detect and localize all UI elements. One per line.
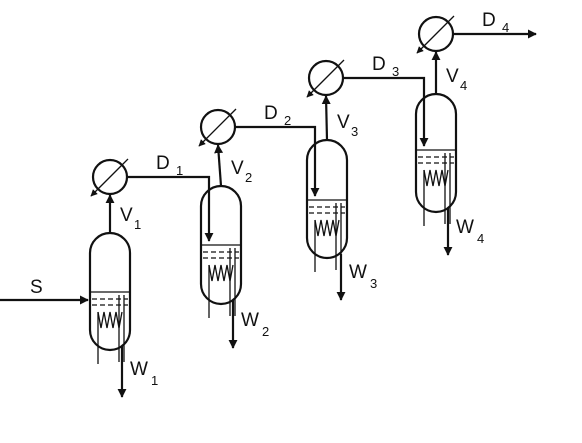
distillate-label: D <box>482 10 496 31</box>
vapor-subscript: 2 <box>245 170 252 185</box>
condenser-coolant-arrow <box>198 138 207 147</box>
condenser-coolant-line <box>337 59 345 67</box>
residue-label: W <box>130 359 148 380</box>
heating-coil-icon <box>423 169 449 187</box>
heating-coil-icon <box>314 219 340 237</box>
condenser-coolant-line <box>229 108 237 116</box>
vapor-subscript: 1 <box>134 217 141 232</box>
residue-label: W <box>241 310 259 331</box>
vapor-arrow <box>214 144 224 187</box>
distillate-subscript: 1 <box>176 163 183 178</box>
condenser-diagonal <box>97 164 123 190</box>
distillate-subscript: 2 <box>284 113 291 128</box>
vapor-subscript: 4 <box>460 78 467 93</box>
heating-coil-icon <box>208 264 234 282</box>
condenser-coolant-arrow <box>416 45 425 54</box>
vapor-arrow <box>321 95 331 141</box>
residue-subscript: 1 <box>151 373 158 388</box>
residue-subscript: 3 <box>370 276 377 291</box>
residue-subscript: 4 <box>477 231 484 246</box>
distillate-subscript: 3 <box>392 64 399 79</box>
residue-label: W <box>456 217 474 238</box>
vapor-label: V <box>446 66 459 87</box>
condenser-coolant-arrow <box>306 89 315 98</box>
distillate-label: D <box>372 54 386 75</box>
distillate-lines <box>127 29 537 242</box>
feed-label: S <box>30 277 43 298</box>
distillate-line-3 <box>343 76 429 147</box>
heating-coil-icon <box>97 311 123 329</box>
residue-label: W <box>349 262 367 283</box>
condenser-diagonal <box>423 21 449 47</box>
condenser-coolant-line <box>121 158 129 166</box>
distillate-line-2 <box>235 125 320 197</box>
condenser-coolant-line <box>447 15 455 23</box>
vapor-label: V <box>120 205 133 226</box>
vapor-label: V <box>337 112 350 133</box>
condenser-coolant-arrow <box>90 188 99 197</box>
condenser-diagonal <box>313 65 339 91</box>
distillate-subscript: 4 <box>502 20 509 35</box>
residue-subscript: 2 <box>262 324 269 339</box>
vapor-label: V <box>231 158 244 179</box>
vapor-subscript: 3 <box>351 124 358 139</box>
condenser-diagonal <box>205 114 231 140</box>
distillate-line-1 <box>127 175 214 242</box>
distillate-label: D <box>264 103 278 124</box>
distillate-label: D <box>156 153 170 174</box>
